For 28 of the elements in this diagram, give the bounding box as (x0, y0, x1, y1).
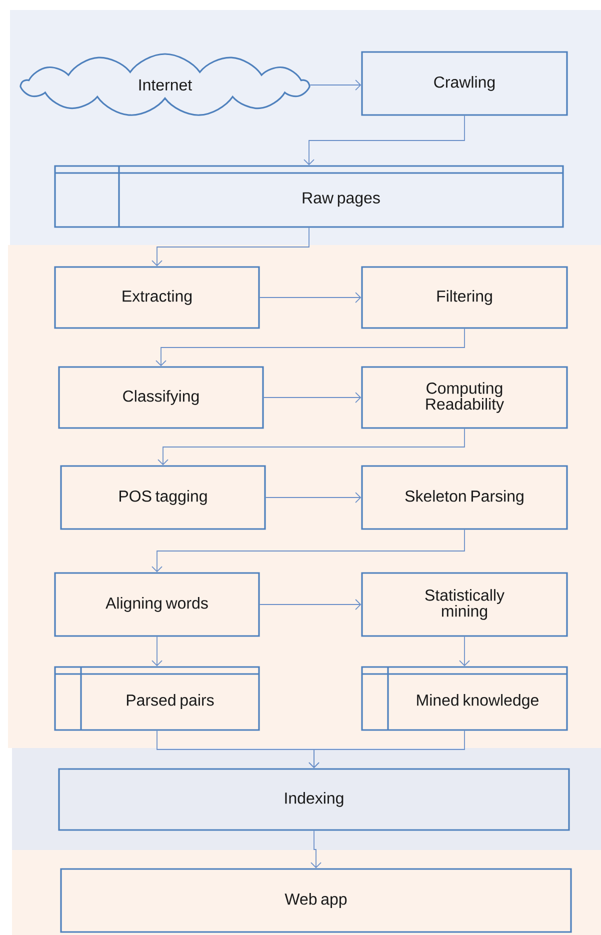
process-box: Filtering (361, 266, 568, 329)
arrow (158, 428, 465, 466)
process-box: Aligning words (54, 572, 260, 637)
process-box: Statistically mining (361, 572, 568, 637)
arrow (459, 636, 470, 666)
arrow (310, 80, 362, 90)
arrow (304, 115, 465, 166)
arrow (308, 730, 465, 768)
process-box: POS tagging (60, 465, 266, 530)
data-store-box: Parsed pairs (54, 666, 260, 731)
process-box: Web app (60, 868, 572, 933)
arrow (259, 599, 362, 610)
process-box: Skeleton Parsing (361, 465, 568, 530)
arrow (263, 392, 362, 403)
arrow (152, 227, 310, 266)
arrow (265, 492, 362, 503)
arrow (152, 529, 465, 572)
process-box: Classifying (58, 366, 264, 429)
data-store-box: Raw pages (54, 165, 564, 228)
arrow (152, 636, 162, 666)
process-box: Extracting (54, 266, 260, 329)
arrow (259, 292, 362, 303)
arrow (310, 830, 322, 868)
process-box: Computing Readability (361, 366, 568, 429)
arrow (156, 328, 465, 366)
process-box: Indexing (58, 768, 570, 831)
data-store-box: Mined knowledge (361, 666, 568, 731)
process-box: Crawling (361, 51, 568, 116)
